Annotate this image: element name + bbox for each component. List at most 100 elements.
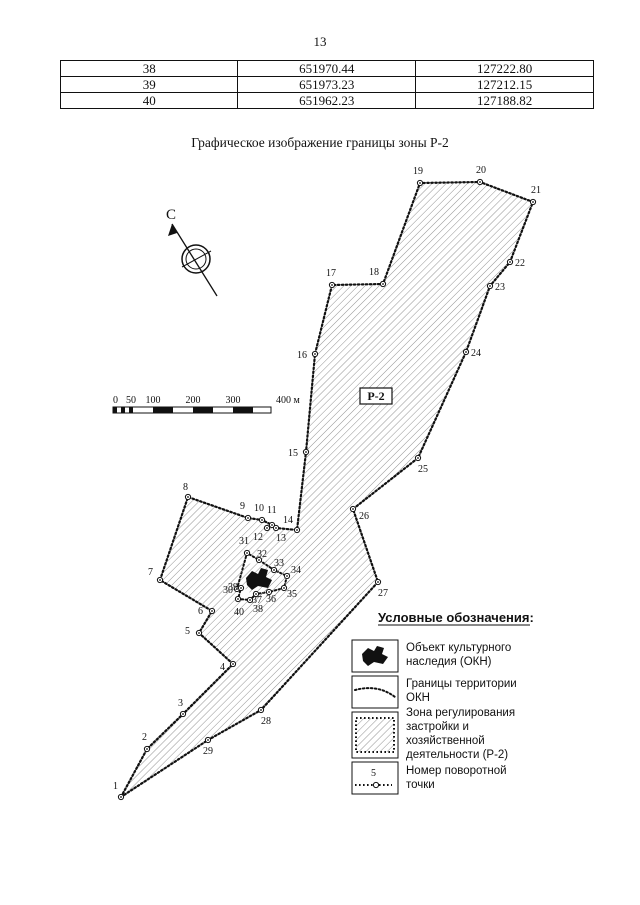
turning-point: 13 (272, 524, 286, 544)
turning-point: 2 (142, 732, 151, 753)
legend-okn-icon (362, 646, 388, 666)
turning-point: 10 (254, 503, 266, 524)
turning-point: 32 (255, 549, 267, 564)
turning-point-label: 24 (471, 348, 481, 359)
page-number: 13 (313, 34, 327, 49)
turning-point-center (382, 283, 384, 285)
turning-point: 12 (253, 524, 271, 543)
turning-point: 7 (148, 567, 164, 584)
turning-point-label: 14 (283, 515, 293, 526)
turning-point-label: 27 (378, 588, 388, 599)
turning-point-label: 22 (515, 258, 525, 269)
turning-point-center (352, 508, 354, 510)
turning-point: 4 (220, 660, 237, 673)
turning-point-center (182, 713, 184, 715)
turning-point-label: 20 (476, 165, 486, 176)
turning-point: 36 (265, 588, 276, 605)
turning-point-center (247, 517, 249, 519)
turning-point-center (417, 457, 419, 459)
turning-point-label: 31 (239, 536, 249, 547)
turning-point: 24 (462, 348, 481, 359)
turning-point-center (377, 581, 379, 583)
turning-point-center (258, 559, 260, 561)
turning-point-label: 19 (413, 166, 423, 177)
legend-okn-text: Объект культурного наследия (ОКН) (406, 642, 515, 668)
turning-point-label: 11 (267, 505, 277, 516)
turning-point-center (249, 599, 251, 601)
turning-point-center (296, 529, 298, 531)
turning-point: 29 (203, 736, 213, 757)
turning-point-label: 18 (369, 267, 379, 278)
turning-point-center (266, 527, 268, 529)
turning-point: 37 (252, 590, 262, 606)
turning-point-center (489, 285, 491, 287)
turning-point-center (465, 351, 467, 353)
scale-tick-label: 50 (126, 395, 136, 406)
turning-point-center (211, 610, 213, 612)
turning-point-label: 35 (287, 589, 297, 600)
zone-label: Р-2 (367, 389, 384, 403)
turning-point-center (260, 709, 262, 711)
legend-point-text: Номер поворотной точки (406, 765, 510, 791)
north-letter: С (166, 207, 176, 223)
turning-point: 16 (297, 350, 319, 361)
table-cell: 651962.23 (237, 92, 417, 109)
turning-point: 17 (326, 268, 336, 289)
turning-point-label: 28 (261, 716, 271, 727)
turning-point: 23 (486, 282, 505, 293)
turning-point-label: 30 (223, 585, 233, 596)
turning-point-center (240, 587, 242, 589)
turning-point-center (268, 591, 270, 593)
turning-point-label: 13 (276, 533, 286, 544)
turning-point-label: 9 (240, 501, 245, 512)
legend: Условные обозначения: Объект культурного… (351, 610, 534, 795)
turning-point: 6 (198, 606, 216, 617)
turning-point: 1 (113, 781, 125, 801)
turning-point: 9 (240, 501, 252, 522)
turning-point-label: 26 (359, 511, 369, 522)
legend-point-sample: 5 (371, 768, 376, 779)
turning-point: 18 (369, 267, 387, 288)
turning-point-label: 3 (178, 698, 183, 709)
legend-border-swatch (351, 675, 399, 709)
map-caption: Графическое изображение границы зоны Р-2 (191, 135, 449, 150)
turning-point: 3 (178, 698, 187, 718)
turning-point-center (314, 353, 316, 355)
turning-point: 25 (414, 454, 428, 475)
turning-point-center (419, 182, 421, 184)
turning-point-center (237, 598, 239, 600)
turning-point: 20 (476, 165, 486, 186)
turning-point-center (479, 181, 481, 183)
turning-point-center (207, 739, 209, 741)
turning-point-label: 38 (253, 604, 263, 615)
turning-point-label: 40 (234, 607, 244, 618)
turning-point-label: 7 (148, 567, 153, 578)
turning-point-label: 17 (326, 268, 336, 279)
turning-point: 11 (267, 505, 277, 529)
turning-point-label: 16 (297, 350, 307, 361)
legend-zone-text: Зона регулирования застройки и хозяйстве… (406, 707, 518, 761)
turning-point-center (283, 587, 285, 589)
turning-point: 21 (529, 185, 541, 206)
turning-point-center (305, 451, 307, 453)
turning-point: 27 (374, 578, 388, 599)
turning-point-label: 29 (203, 746, 213, 757)
turning-point: 22 (506, 258, 525, 269)
turning-point: 14 (283, 515, 301, 534)
turning-point-center (236, 588, 238, 590)
turning-point-label: 8 (183, 482, 188, 493)
turning-point-center (255, 593, 257, 595)
turning-point-center (273, 569, 275, 571)
turning-point: 33 (270, 558, 284, 574)
turning-point: 38 (246, 596, 263, 615)
turning-point-label: 23 (495, 282, 505, 293)
turning-point-label: 1 (113, 781, 118, 792)
turning-point: 35 (280, 584, 297, 600)
